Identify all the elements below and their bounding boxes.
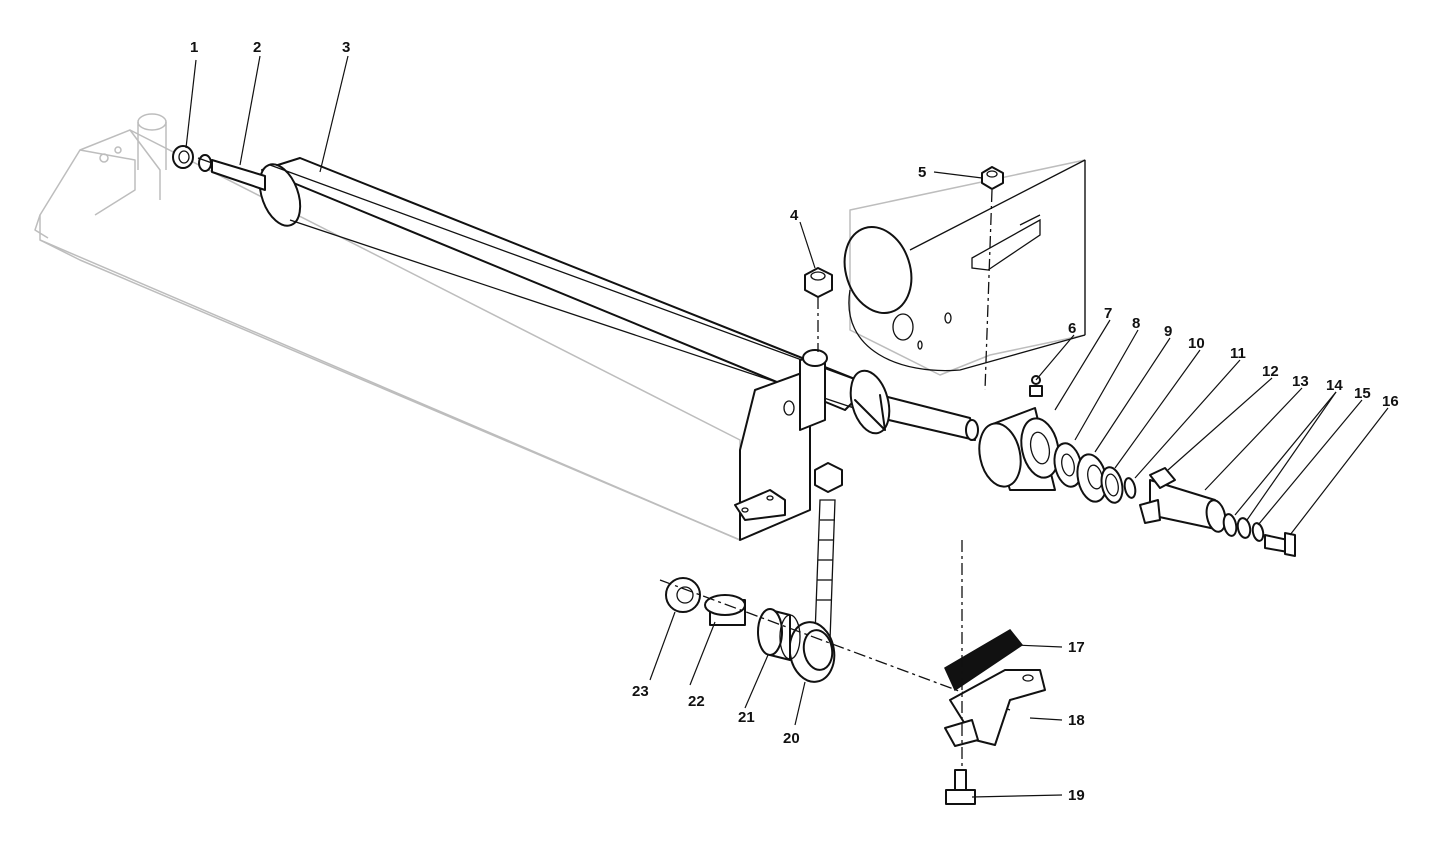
callout-16: 16 — [1382, 393, 1399, 410]
washer-1 — [172, 145, 194, 169]
callout-2: 2 — [253, 39, 261, 56]
washer-23 — [665, 577, 701, 613]
screw-19 — [945, 769, 976, 805]
bushing-21 — [757, 608, 801, 661]
callout-22: 22 — [688, 693, 705, 710]
callout-23: 23 — [632, 683, 649, 700]
washer-15 — [1251, 522, 1265, 542]
grease-fitting-6 — [1029, 375, 1043, 397]
callout-15: 15 — [1354, 385, 1371, 402]
callout-7: 7 — [1104, 305, 1112, 322]
callout-3: 3 — [342, 39, 350, 56]
ghost-frame — [34, 113, 741, 541]
callout-1: 1 — [190, 39, 198, 56]
callout-10: 10 — [1188, 335, 1205, 352]
nut-4 — [804, 267, 833, 298]
callout-19: 19 — [1068, 787, 1085, 804]
callout-5: 5 — [918, 164, 926, 181]
bracket-18 — [944, 669, 1046, 747]
bolt-16 — [1264, 532, 1296, 557]
nut-5 — [981, 166, 1004, 190]
callout-8: 8 — [1132, 315, 1140, 332]
callout-18: 18 — [1068, 712, 1085, 729]
leader-lines — [185, 55, 1389, 798]
callout-21: 21 — [738, 709, 755, 726]
bearing-housing-7 — [978, 407, 1060, 491]
callout-9: 9 — [1164, 323, 1172, 340]
callout-4: 4 — [790, 207, 799, 224]
side-housing — [843, 159, 1086, 376]
axis-20 — [659, 579, 1011, 711]
callout-12: 12 — [1262, 363, 1279, 380]
ring-8 — [1053, 442, 1083, 488]
axis-5 — [984, 189, 993, 391]
washer-14 — [1236, 517, 1252, 539]
callout-20: 20 — [783, 730, 800, 747]
stud — [814, 462, 843, 641]
snap-ring-11 — [1123, 477, 1137, 499]
callout-6: 6 — [1068, 320, 1076, 337]
callout-17: 17 — [1068, 639, 1085, 656]
sleeve-22 — [704, 594, 746, 626]
gear-10 — [1100, 466, 1124, 504]
callout-14: 14 — [1326, 377, 1343, 394]
shaft-left — [197, 154, 266, 191]
eye-bolt-20 — [788, 621, 836, 683]
coupling-12 — [1139, 467, 1227, 533]
front-bracket — [734, 349, 828, 541]
callout-11: 11 — [1230, 345, 1246, 362]
washer-13 — [1222, 513, 1238, 537]
callout-13: 13 — [1292, 373, 1309, 390]
callout-labels: 1 2 3 4 5 6 7 8 9 10 11 12 13 14 15 16 1… — [190, 39, 1399, 804]
shaft-right — [849, 369, 979, 441]
